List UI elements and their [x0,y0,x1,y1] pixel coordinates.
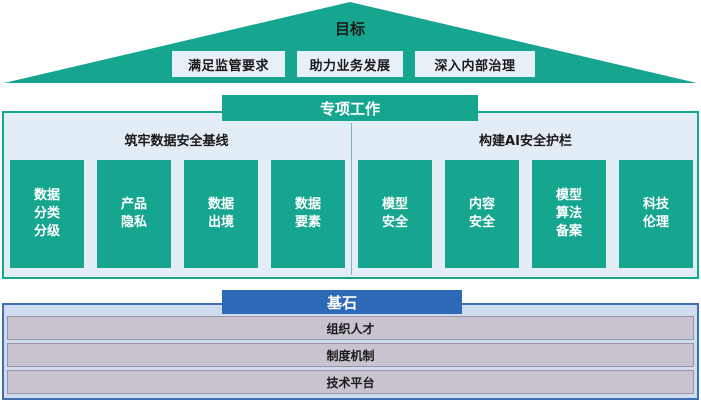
section-title-data-security: 筑牢数据安全基线 [124,133,229,149]
card-label: 模型安全 [381,197,408,230]
goal-title: 目标 [334,20,365,38]
card-label: 数据要素 [294,197,321,230]
card-algorithm-filing: 模型算法备案 [532,160,606,268]
goal-empower-business: 助力业务发展 [296,50,404,78]
card-label: 内容安全 [468,197,495,230]
section-title-ai-guardrail: 构建AI安全护栏 [479,133,572,149]
foundation-row-talent: 组织人才 [7,316,694,340]
foundation-title: 基石 [222,290,462,314]
card-label: 数据出境 [207,197,234,230]
special-work-title: 专项工作 [222,95,478,121]
card-content-security: 内容安全 [445,160,519,268]
card-label: 数据分类分级 [33,188,60,239]
goal-internal-governance: 深入内部治理 [414,50,536,78]
card-model-security: 模型安全 [358,160,432,268]
goal-meet-regulation: 满足监管要求 [171,50,286,78]
section-divider [351,123,352,275]
card-data-elements: 数据要素 [271,160,345,268]
card-label: 产品隐私 [120,197,147,230]
card-product-privacy: 产品隐私 [97,160,171,268]
card-label: 科技伦理 [642,197,669,230]
card-data-classification: 数据分类分级 [10,160,84,268]
card-data-outbound: 数据出境 [184,160,258,268]
foundation-row-platform: 技术平台 [7,370,694,394]
card-label: 模型算法备案 [555,188,582,239]
foundation-row-mechanism: 制度机制 [7,343,694,367]
card-tech-ethics: 科技伦理 [619,160,693,268]
